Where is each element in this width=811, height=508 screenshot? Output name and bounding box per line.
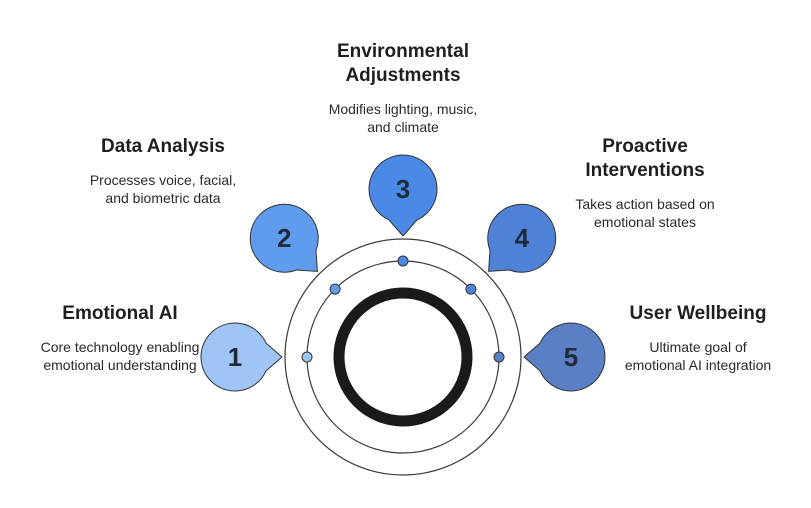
step-2-description: Processes voice, facial, and biometric d… xyxy=(89,172,237,206)
center-ring xyxy=(333,287,473,427)
step-1-number: 1 xyxy=(228,342,242,372)
step-3-bubble-shape xyxy=(368,154,438,237)
step-1-bubble-shape xyxy=(200,322,283,392)
step-2-title: Data Analysis xyxy=(101,136,225,157)
step-4-label: Proactive Interventions Takes action bas… xyxy=(565,135,725,231)
step-4-bubble-shape xyxy=(487,203,557,273)
step-2-number: 2 xyxy=(277,223,291,253)
step-5-number: 5 xyxy=(564,342,578,372)
step-5-description: Ultimate goal of emotional AI integratio… xyxy=(624,339,772,373)
step-2-marker xyxy=(329,283,341,295)
step-2-label: Data Analysis Processes voice, facial, a… xyxy=(88,135,238,207)
step-4-number: 4 xyxy=(515,223,530,253)
step-5-bubble: 5 xyxy=(523,322,606,392)
step-4-title: Proactive Interventions xyxy=(585,136,705,181)
step-1-marker xyxy=(301,351,313,363)
step-3-description: Modifies lighting, music, and climate xyxy=(328,101,478,135)
outer-ring xyxy=(284,238,522,476)
step-1-description: Core technology enabling emotional under… xyxy=(40,339,200,373)
step-1-title: Emotional AI xyxy=(62,303,178,324)
step-5-label: User Wellbeing Ultimate goal of emotiona… xyxy=(618,302,778,374)
step-4-bubble: 4 xyxy=(487,203,557,273)
step-2-bubble: 2 xyxy=(249,203,319,273)
step-3-label: Environmental Adjustments Modifies light… xyxy=(318,40,488,136)
step-3-title: Environmental Adjustments xyxy=(337,41,469,86)
step-4-marker xyxy=(465,283,477,295)
step-3-number: 3 xyxy=(396,174,410,204)
step-2-bubble-shape xyxy=(249,203,319,273)
step-5-title: User Wellbeing xyxy=(629,303,767,324)
step-4-description: Takes action based on emotional states xyxy=(575,196,715,230)
step-3-bubble: 3 xyxy=(368,154,438,237)
step-1-bubble: 1 xyxy=(200,322,283,392)
step-3-marker xyxy=(397,255,409,267)
step-5-bubble-shape xyxy=(523,322,606,392)
step-5-marker xyxy=(493,351,505,363)
step-1-label: Emotional AI Core technology enabling em… xyxy=(40,302,200,374)
